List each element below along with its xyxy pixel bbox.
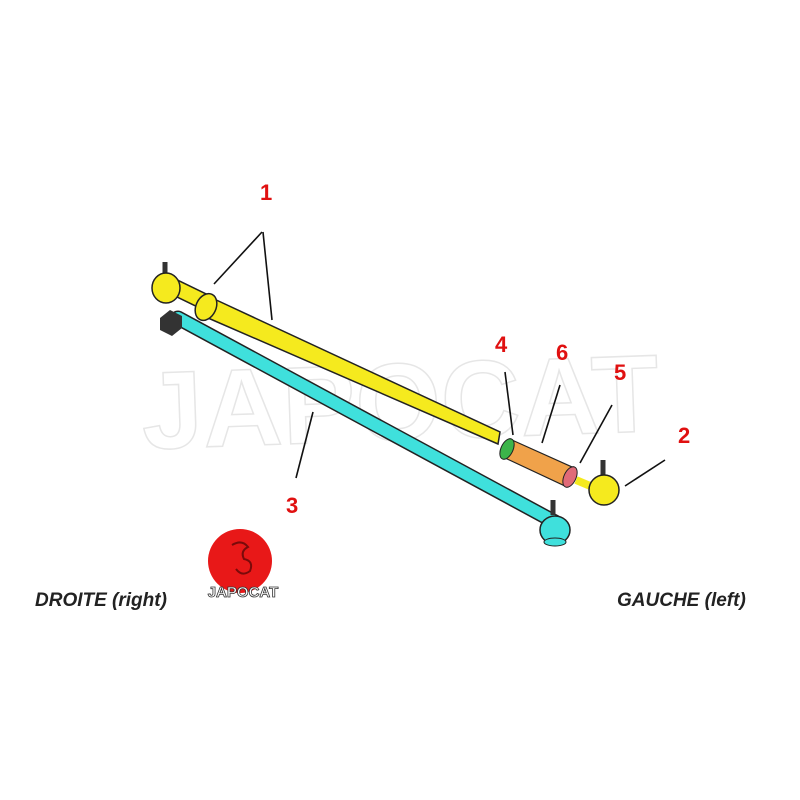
callout-1: 1 [260, 180, 272, 205]
callout-3: 3 [286, 493, 298, 518]
callout-2: 2 [678, 423, 690, 448]
callout-4: 4 [495, 332, 508, 357]
logo-text: JAPOCAT [208, 584, 279, 601]
pink-ring [562, 466, 578, 488]
label-right-side: DROITE (right) [35, 590, 167, 611]
yellow-track-rod [151, 262, 620, 506]
green-ring [499, 438, 515, 460]
callout-5: 5 [614, 360, 626, 385]
right-ball-joint [588, 474, 620, 506]
collar [194, 292, 218, 322]
watermark: JAPOCAT [139, 332, 660, 473]
japocat-logo: JAPOCAT [207, 529, 279, 601]
callout-6: 6 [556, 340, 568, 365]
left-nut [160, 310, 182, 336]
leader-lines [213, 231, 666, 487]
left-ball-joint [151, 272, 181, 304]
cyan-track-rod [160, 310, 571, 547]
label-left-side: GAUCHE (left) [617, 590, 746, 611]
